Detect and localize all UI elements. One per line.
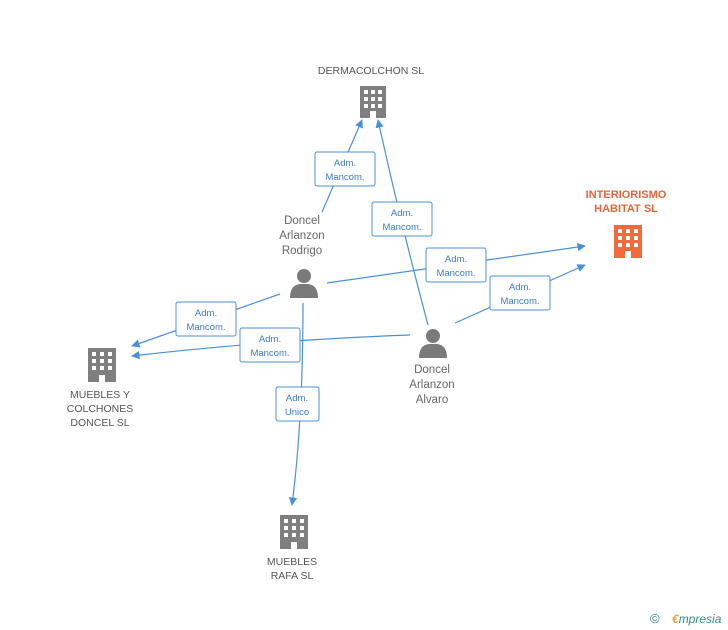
copyright-icon: © [650, 611, 660, 626]
building-icon [88, 348, 116, 382]
edge-label-type: Mancom. [382, 222, 421, 233]
company-label-muebles-colchones[interactable]: MUEBLES Y COLCHONES DONCEL SL [50, 388, 150, 430]
edge-label-type: Mancom. [436, 268, 475, 279]
company-name-line: HABITAT SL [594, 203, 658, 215]
brand-logo[interactable]: €mpresia [672, 612, 721, 626]
building-icon [280, 515, 308, 549]
building-icon [360, 86, 386, 118]
company-name-line: RAFA SL [270, 570, 314, 582]
edge-label-role: Adm. [509, 282, 531, 293]
company-name: DERMACOLCHON SL [317, 65, 425, 77]
edge-label[interactable]: Adm. Mancom. [371, 201, 433, 237]
edge-label-type: Mancom. [250, 348, 289, 359]
edge-label-role: Adm. [286, 393, 308, 404]
person-name-line: Alvaro [415, 394, 449, 406]
edge-label[interactable]: Adm. Mancom. [425, 247, 487, 283]
edge-label[interactable]: Adm. Mancom. [489, 275, 551, 311]
edge-label-type: Unico [285, 407, 309, 418]
person-label-alvaro[interactable]: Doncel Arlanzon Alvaro [392, 363, 472, 408]
company-label-muebles-rafa[interactable]: MUEBLES RAFA SL [252, 555, 332, 583]
company-label-dermacolchon[interactable]: DERMACOLCHON SL [300, 64, 442, 78]
person-name-line: Doncel [414, 364, 450, 376]
building-icon [614, 225, 642, 258]
brand-name: mpresia [678, 612, 722, 626]
edge-label-type: Mancom. [500, 296, 539, 307]
edge-label-type: Mancom. [325, 172, 364, 183]
edge-label[interactable]: Adm. Mancom. [175, 301, 237, 337]
company-name-line: COLCHONES [66, 403, 134, 415]
edge-label-role: Adm. [259, 334, 281, 345]
person-icon [290, 269, 318, 298]
edge-label-role: Adm. [391, 208, 413, 219]
brand-initial: € [672, 612, 679, 626]
edge-label-role: Adm. [334, 158, 356, 169]
person-label-rodrigo[interactable]: Doncel Arlanzon Rodrigo [262, 214, 342, 259]
person-name-line: Arlanzon [279, 230, 325, 242]
edge-label-role: Adm. [195, 308, 217, 319]
person-name-line: Rodrigo [281, 245, 323, 257]
company-name-line: DONCEL SL [70, 417, 130, 429]
edge-label[interactable]: Adm. Unico [275, 386, 320, 422]
person-name-line: Doncel [284, 215, 320, 227]
person-icon [419, 329, 447, 358]
edge-label-type: Mancom. [186, 322, 225, 333]
edge-label[interactable]: Adm. Mancom. [314, 151, 376, 187]
company-name-line: MUEBLES [266, 556, 318, 568]
company-name-line: MUEBLES Y [70, 389, 130, 401]
person-name-line: Arlanzon [409, 379, 455, 391]
edge-label[interactable]: Adm. Mancom. [239, 327, 301, 363]
company-name-line: INTERIORISMO [585, 189, 667, 201]
company-label-interiorismo[interactable]: INTERIORISMO HABITAT SL [566, 188, 686, 216]
edge-label-role: Adm. [445, 254, 467, 265]
